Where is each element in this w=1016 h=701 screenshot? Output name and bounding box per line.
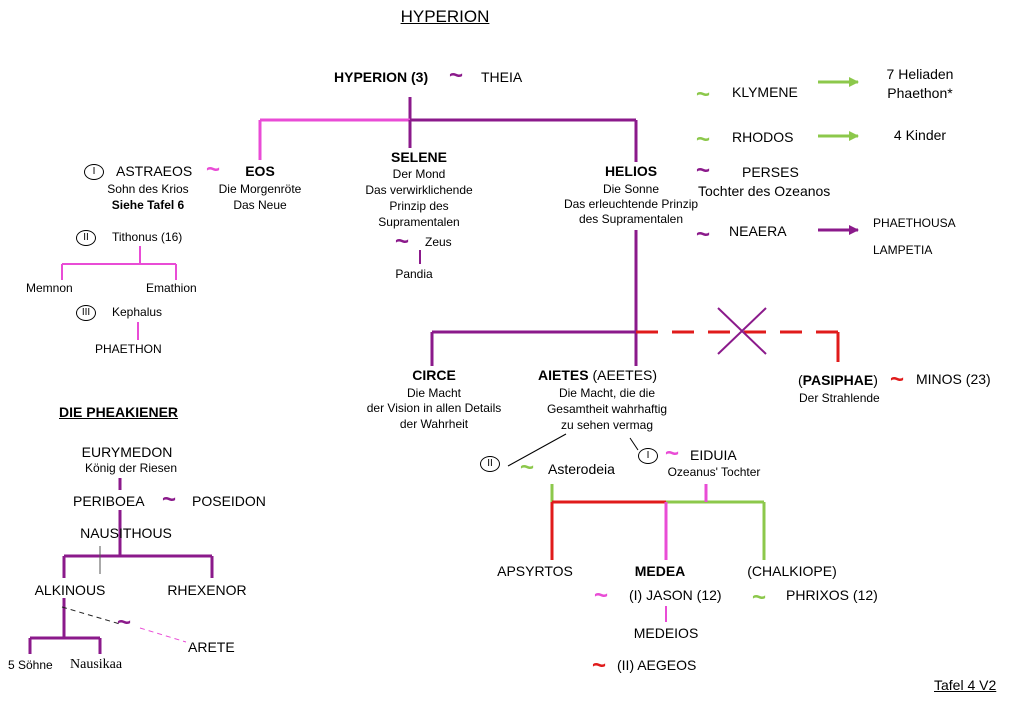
- eos-label: EOS: [245, 163, 275, 179]
- neaera-label: NEAERA: [729, 223, 787, 239]
- soehne-label: 5 Söhne: [8, 658, 53, 672]
- apsyrtos-label: APSYRTOS: [497, 563, 573, 579]
- helios-desc-2: Das erleuchtende Prinzip: [563, 197, 699, 211]
- memnon-label: Memnon: [26, 281, 73, 295]
- roman-numeral-ii-icon: II: [480, 456, 500, 472]
- selene-desc-4: Supramentalen: [378, 215, 460, 229]
- marriage-tilde-icon: ~: [594, 582, 609, 609]
- page-title: HYPERION: [400, 7, 490, 26]
- zeus-label: Zeus: [425, 235, 452, 249]
- selene-label: SELENE: [390, 149, 448, 165]
- roman-numeral-iii-icon: III: [76, 305, 96, 321]
- theia-label: THEIA: [481, 69, 523, 85]
- tafel-label: Tafel 4 V2: [934, 677, 997, 693]
- aietes-desc-1: Die Macht, die die: [558, 386, 656, 400]
- alkinous-label: ALKINOUS: [34, 582, 106, 598]
- circe-label: CIRCE: [412, 367, 456, 383]
- bracket-close: ): [873, 372, 878, 388]
- jason-label: (I) JASON (12): [629, 587, 722, 603]
- aietes-desc-2: Gesamtheit wahrhaftig: [546, 402, 668, 416]
- aietes-desc-3: zu sehen vermag: [560, 418, 654, 432]
- marriage-tilde-icon: ~: [592, 652, 607, 679]
- marriage-tilde-icon: ~: [696, 81, 711, 108]
- asterodeia-label: Asterodeia: [548, 461, 615, 477]
- pasiphae-desc: Der Strahlende: [799, 391, 880, 405]
- rhodos-label: RHODOS: [732, 129, 794, 145]
- phaethon-star-label: Phaethon*: [887, 85, 953, 101]
- helios-label: HELIOS: [604, 163, 658, 179]
- roman-numeral-i-icon: I: [638, 448, 658, 464]
- roman-numeral-ii-icon: II: [76, 230, 96, 246]
- marriage-tilde-icon: ~: [752, 584, 767, 611]
- eiduia-desc: Ozeanus' Tochter: [667, 465, 761, 479]
- pasiphae-label: PASIPHAE: [802, 372, 874, 388]
- pandia-label: Pandia: [395, 267, 433, 281]
- selene-desc-1: Der Mond: [392, 167, 446, 181]
- medea-label: MEDEA: [634, 563, 686, 579]
- chalkiope-label: (CHALKIOPE): [747, 563, 837, 579]
- circe-desc-2: der Vision in allen Details: [366, 401, 502, 415]
- marriage-tilde-icon: ~: [696, 157, 711, 184]
- rhodos-children-label: 4 Kinder: [893, 127, 947, 143]
- marriage-tilde-icon: ~: [696, 221, 711, 248]
- kephalus-label: Kephalus: [112, 305, 163, 319]
- phaeakier-heading: DIE PHEAKIENER: [59, 404, 179, 420]
- tithonus-label: Tithonus (16): [112, 230, 183, 244]
- nausikaa-label: Nausikaa: [70, 657, 123, 672]
- hyperion-tree-lines: [258, 97, 840, 366]
- aietes-heading: AIETES (AEETES): [538, 367, 657, 383]
- astraeos-label: ASTRAEOS: [116, 163, 193, 179]
- aietes-label: AIETES: [538, 367, 589, 383]
- phaethon-label: PHAETHON: [95, 342, 162, 356]
- selene-desc-2: Das verwirklichende: [365, 183, 473, 197]
- astraeos-desc: Sohn des Krios: [107, 182, 189, 196]
- perses-label: PERSES: [742, 164, 799, 180]
- periboea-label: PERIBOEA: [73, 493, 145, 509]
- marriage-tilde-icon: ~: [890, 366, 905, 393]
- marriage-tilde-icon: ~: [206, 156, 221, 183]
- helios-desc-1: Die Sonne: [602, 182, 660, 196]
- divorce-cross: [717, 307, 767, 355]
- lampetia-label: LAMPETIA: [873, 243, 933, 257]
- phrixos-label: PHRIXOS (12): [786, 587, 878, 603]
- nausithous-label: NAUSITHOUS: [80, 525, 172, 541]
- roman-numeral-i-icon: I: [84, 164, 104, 180]
- perses-desc: Tochter des Ozeanos: [698, 183, 831, 199]
- rhexenor-label: RHEXENOR: [167, 582, 247, 598]
- heliaden-label: 7 Heliaden: [886, 66, 954, 82]
- bracket-open: (: [798, 372, 803, 388]
- marriage-tilde-icon: ~: [449, 62, 464, 89]
- poseidon-label: POSEIDON: [192, 493, 266, 509]
- arete-label: ARETE: [188, 639, 235, 655]
- eurymedon-desc: König der Riesen: [84, 461, 178, 475]
- medeios-label: MEDEIOS: [633, 625, 699, 641]
- aegeos-label: (II) AEGEOS: [617, 657, 697, 673]
- marriage-tilde-icon: ~: [696, 126, 711, 153]
- phaethousa-label: PHAETHOUSA: [873, 216, 956, 230]
- pasiphae-heading: (PASIPHAE): [798, 372, 878, 388]
- marriage-tilde-icon: ~: [665, 440, 680, 467]
- astraeos-see-table: Siehe Tafel 6: [111, 198, 185, 212]
- circe-desc-1: Die Macht: [406, 386, 462, 400]
- helios-desc-3: des Supramentalen: [578, 212, 684, 226]
- circe-desc-3: der Wahrheit: [399, 417, 469, 431]
- marriage-tilde-icon: ~: [520, 454, 535, 481]
- klymene-label: KLYMENE: [732, 84, 798, 100]
- aeetes-label: (AEETES): [592, 367, 658, 383]
- emathion-label: Emathion: [146, 281, 197, 295]
- selene-desc-3: Prinzip des: [389, 199, 449, 213]
- hyperion-label: HYPERION (3): [334, 69, 429, 85]
- eiduia-label: EIDUIA: [690, 447, 737, 463]
- eos-desc-1: Die Morgenröte: [218, 182, 302, 196]
- minos-label: MINOS (23): [916, 371, 991, 387]
- marriage-tilde-icon: ~: [395, 228, 410, 255]
- marriage-tilde-icon: ~: [162, 486, 177, 513]
- eurymedon-label: EURYMEDON: [81, 444, 173, 460]
- eos-desc-2: Das Neue: [233, 198, 287, 212]
- marriage-tilde-icon: ~: [117, 609, 132, 636]
